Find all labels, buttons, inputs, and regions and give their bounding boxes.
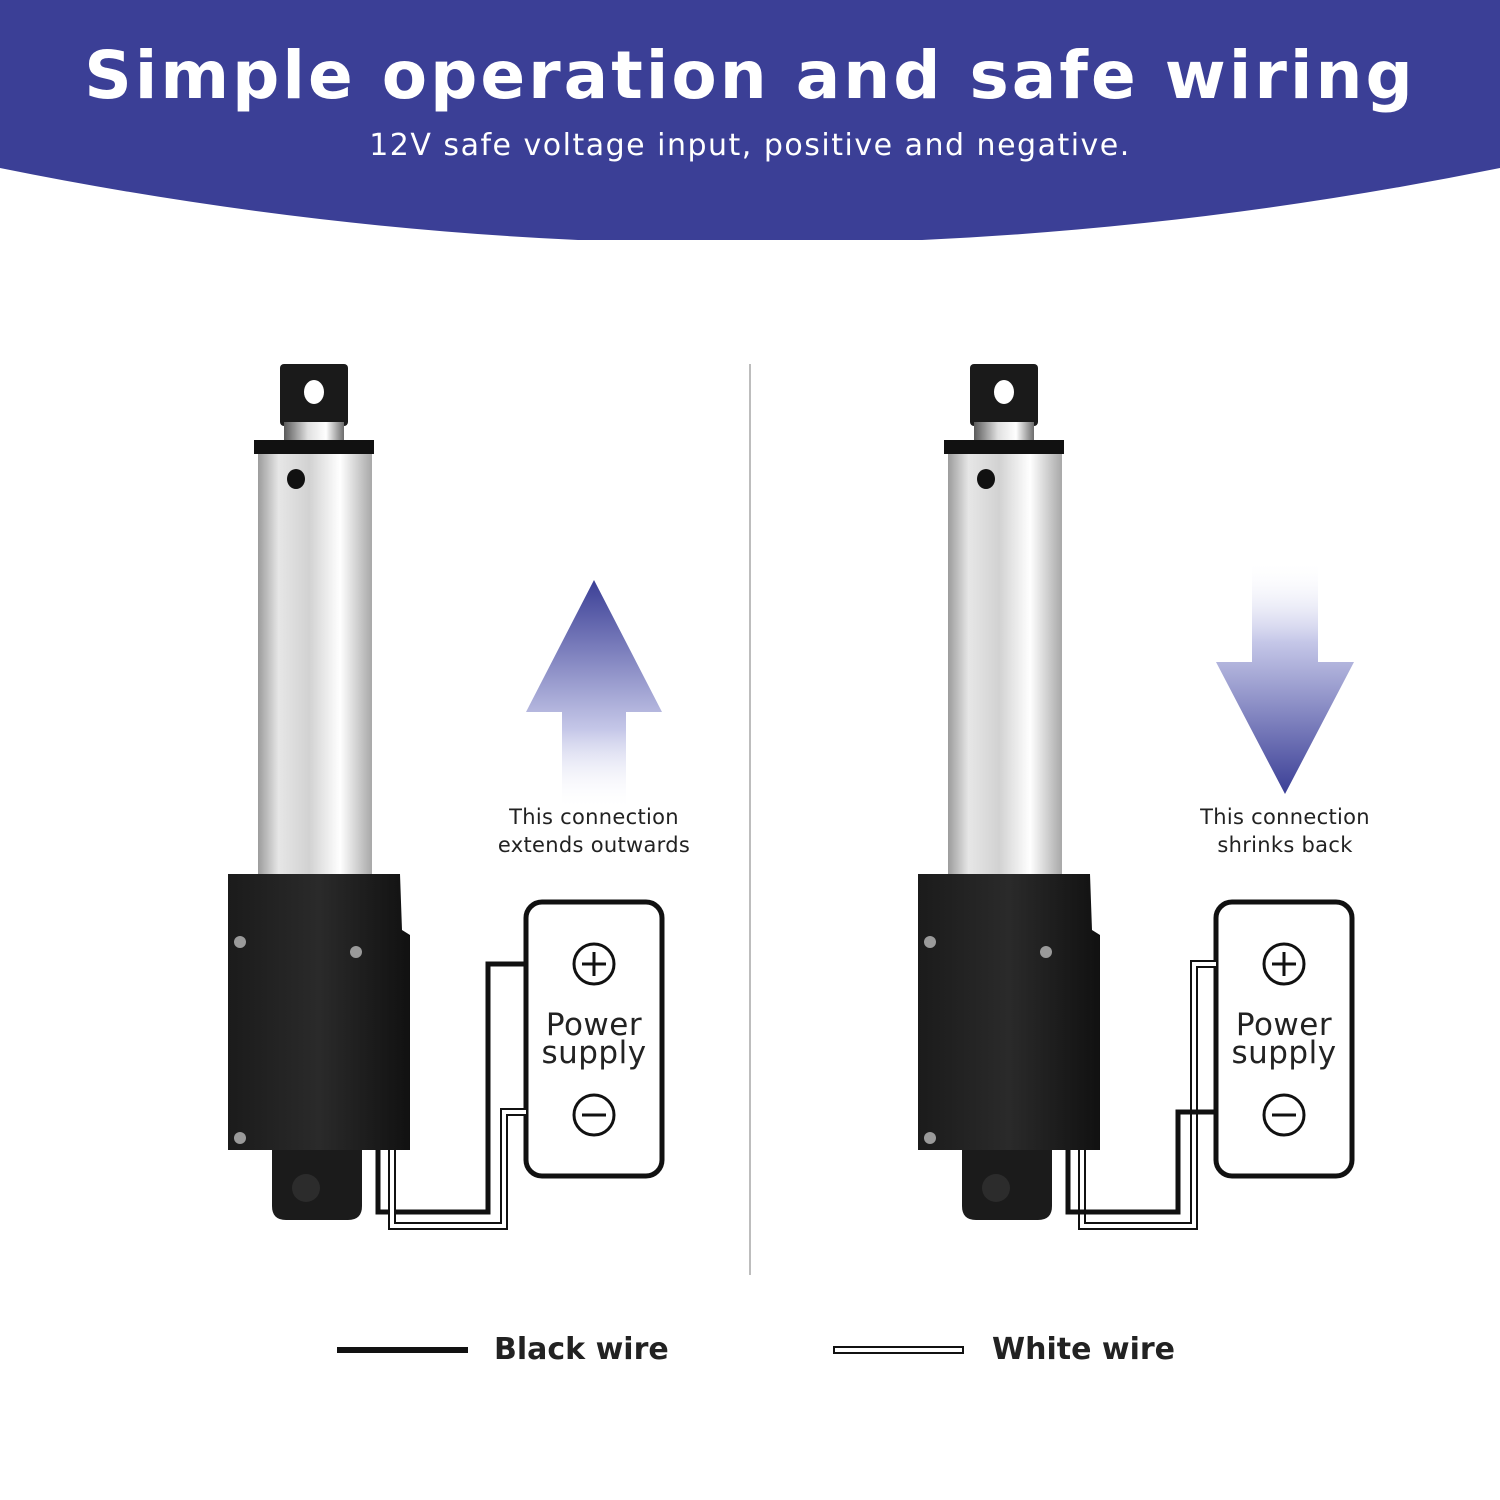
header-banner [0,0,1500,240]
power-supply-line2-right: supply [1231,1035,1337,1071]
page-title: Simple operation and safe wiring [84,37,1416,114]
caption-extend: This connection extends outwards [464,803,724,859]
power-supply-line1-left: Power [545,1007,643,1043]
up-arrow [526,580,662,810]
power-supply-label-right: Power supply [1216,1007,1352,1071]
caption-extend-line1: This connection [509,805,679,829]
power-supply-line1-right: Power [1235,1007,1333,1043]
caption-retract-line2: shrinks back [1217,833,1353,857]
page-subtitle: 12V safe voltage input, positive and neg… [369,128,1131,163]
legend-white-wire: White wire [992,1332,1176,1367]
caption-retract: This connection shrinks back [1155,803,1415,859]
power-supply-label-left: Power supply [526,1007,662,1071]
caption-retract-line1: This connection [1200,805,1370,829]
power-supply-line2-left: supply [541,1035,647,1071]
black-wire-right [1065,1109,1216,1215]
actuator-right [918,364,1100,1220]
caption-extend-line2: extends outwards [497,833,691,857]
down-arrow [1216,560,1354,794]
black-wire-left [375,961,526,1215]
legend-black-wire: Black wire [494,1332,669,1367]
actuator-left [228,364,410,1220]
